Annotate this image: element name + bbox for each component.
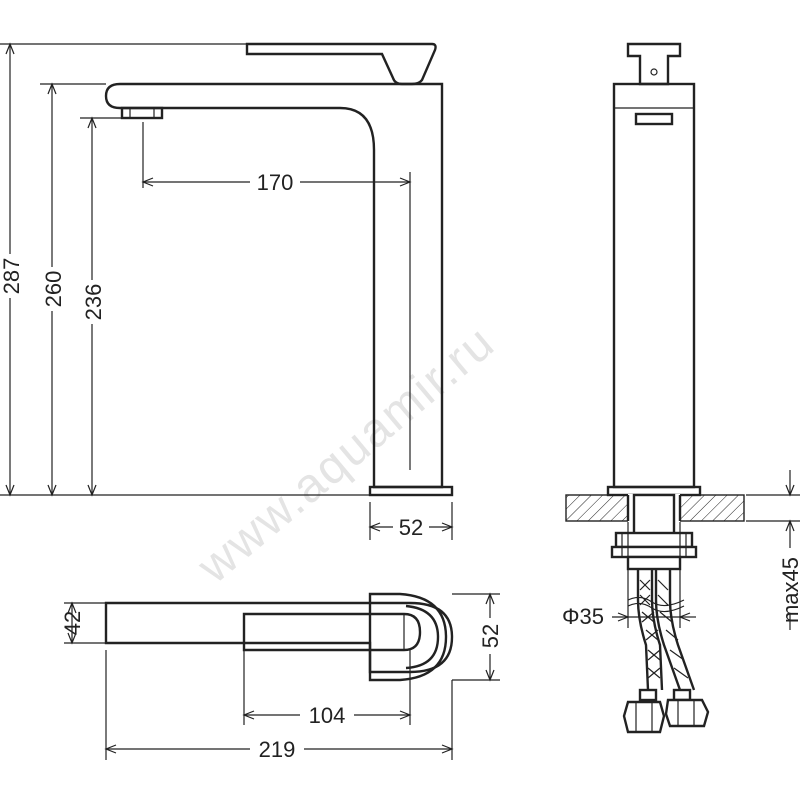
flex-hoses [636,569,696,691]
faucet-body [104,82,444,489]
dim-top-width: 52 [478,624,503,648]
dim-spout-reach: 170 [257,170,294,195]
top-view: 42 52 104 219 [60,592,503,762]
hose-nuts [622,688,710,734]
dim-max-deck: max45 [778,557,800,623]
front-view: 287 260 236 170 52 [0,42,454,540]
dim-outlet-height: 236 [81,284,106,321]
base-plate [368,485,454,497]
dim-total-length: 219 [259,737,296,762]
top-handle [368,592,448,682]
dim-total-height: 287 [0,258,24,295]
side-handle [626,42,682,86]
handle-lever [245,42,437,86]
dim-base-width: 52 [399,515,423,540]
dim-top-depth: 42 [60,611,85,635]
side-body [612,82,696,489]
side-view: Φ35 max45 [556,42,800,734]
aerator [120,106,164,120]
dim-hole-diameter: Φ35 [562,604,604,629]
dim-handle-length: 104 [309,703,346,728]
dim-spout-height: 260 [41,271,66,308]
watermark: www.aquamir.ru [187,315,505,594]
